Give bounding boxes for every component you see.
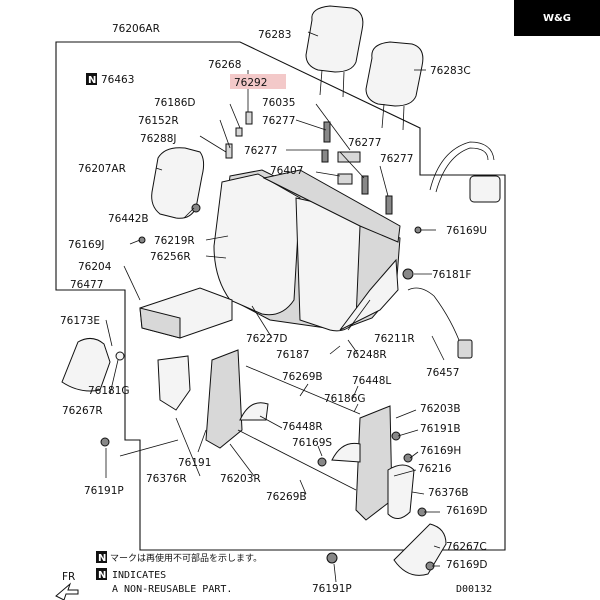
callout-76376B: 76376B [428,487,469,499]
seat-cushion [139,287,233,339]
callout-76448R: 76448R [282,421,323,433]
callout-76204: 76204 [78,261,112,273]
callout-76191P: 76191P [84,485,124,497]
legend-en-line1: INDICATES [112,570,166,581]
cover-76267C [393,523,447,576]
legend-jp-text: マークは再使用不可部品を示します。 [110,552,262,564]
fr-arrow-icon [55,582,79,600]
callout-76173E: 76173E [60,315,100,327]
callout-76256R: 76256R [150,251,191,263]
callout-76152R: 76152R [138,115,179,127]
bolt-set [100,111,435,571]
headrest-right [365,41,424,131]
brand-logo-text: W&G [543,12,571,24]
callout-76277-a: 76277 [262,115,295,127]
callout-76277-d: 76277 [380,153,413,165]
callout-76288J: 76288J [140,133,177,145]
hinge-cover-left [61,338,111,392]
cover-76376B [387,464,415,519]
callout-76283C: 76283C [430,65,471,77]
callout-76203R: 76203R [220,473,261,485]
callout-76269B-lower: 76269B [266,491,307,503]
headrest-left [305,5,364,98]
callout-76267C: 76267C [446,541,487,553]
callout-76035: 76035 [262,97,295,109]
callout-76169J: 76169J [68,239,105,251]
legend: N マークは再使用不可部品を示します。 N INDICATES A NON-RE… [96,551,262,595]
legend-badge-en: N [98,570,106,581]
rod-upper [245,365,361,415]
hinge-plate-right [355,405,393,521]
callout-76169S: 76169S [292,437,332,449]
callout-76267R: 76267R [62,405,103,417]
callout-76407: 76407 [270,165,303,177]
latch-cover-76448R [239,402,269,421]
callout-76169U: 76169U [446,225,487,237]
legend-badge-jp: N [98,553,106,564]
callout-76191P-b: 76191P [312,583,352,595]
callout-76457: 76457 [426,367,459,379]
callout-76283: 76283 [258,29,291,41]
seat-belt [407,141,501,359]
seat-back [213,169,401,332]
callout-76186D: 76186D [154,97,196,109]
callout-highlight-76292 [230,74,286,89]
callout-76268: 76268 [208,59,241,71]
callout-76448L: 76448L [352,375,391,387]
rod-lower [237,429,357,491]
callout-76187: 76187 [276,349,309,361]
callout-76191: 76191 [178,457,211,469]
callout-76216: 76216 [418,463,452,475]
callout-76169D-b: 76169D [446,559,488,571]
callout-76376R: 76376R [146,473,187,485]
callout-76248R: 76248R [346,349,387,361]
brand-logo: W&G [514,0,600,36]
callout-76292: 76292 [234,77,267,89]
callout-76477: 76477 [70,279,103,291]
legend-en-line2: A NON-REUSABLE PART. [112,584,232,595]
callout-76463: 76463 [101,74,134,86]
hinge-plate-left [157,349,243,449]
leader-lines [105,31,445,583]
callout-76181G: 76181G [88,385,130,397]
callout-76181F: 76181F [432,269,471,281]
fr-label: FR [62,571,75,583]
callout-76227D: 76227D [246,333,288,345]
callout-76277-c: 76277 [244,145,277,157]
assembly-frame [55,41,506,551]
latch-cover-76448L [331,442,361,463]
callout-76186G: 76186G [324,393,366,405]
diagram-code: D00132 [456,584,492,595]
callout-76269B-upper: 76269B [282,371,323,383]
callout-76169H: 76169H [420,445,461,457]
callout-76207AR: 76207AR [78,163,126,175]
callout-76206AR: 76206AR [112,23,160,35]
callout-76191B: 76191B [420,423,461,435]
callout-labels: 76206AR 76283 76283C N 76463 76268 76292… [60,23,488,595]
callout-76211R: 76211R [374,333,415,345]
callout-76203B: 76203B [420,403,461,415]
callout-76277-b: 76277 [348,137,381,149]
callout-76169D: 76169D [446,505,488,517]
callout-76219R: 76219R [154,235,195,247]
callout-76463-badge: N [88,75,96,86]
callout-76442B: 76442B [108,213,149,225]
orientation-indicator: FR [55,571,79,600]
